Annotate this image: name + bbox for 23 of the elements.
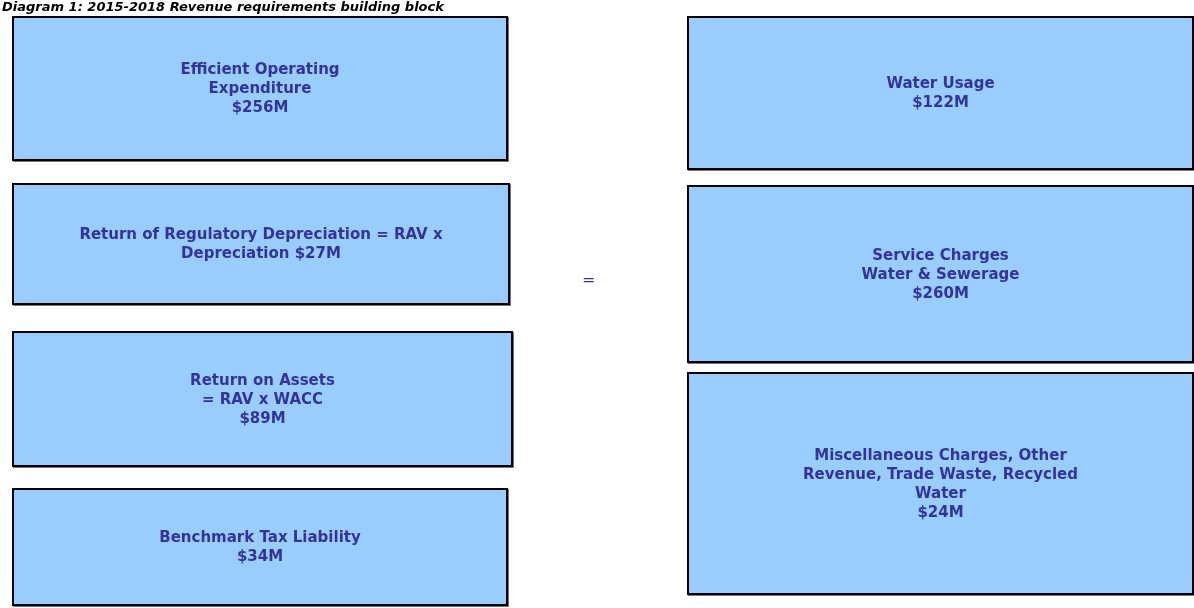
equals-sign: =	[582, 270, 596, 289]
box-text: Miscellaneous Charges, Other Revenue, Trade Waste, Recycled Water	[802, 445, 1079, 503]
box-text: Benchmark Tax Liability	[159, 528, 361, 547]
box-text: Return on Assets = RAV x WACC	[189, 370, 336, 409]
revenue-box	[687, 372, 1194, 595]
revenue-box	[12, 183, 510, 305]
diagram-title: Diagram 1: 2015-2018 Revenue requirements building block	[2, 0, 444, 14]
box-text: $122M	[912, 93, 969, 112]
box-text: Efficient Operating Expenditure	[179, 60, 341, 98]
box-text: $89M	[239, 408, 286, 428]
revenue-box	[687, 16, 1194, 170]
revenue-box	[12, 488, 508, 606]
box-text: $24M	[917, 502, 964, 522]
revenue-box	[12, 16, 508, 161]
box-text: $256M	[231, 98, 289, 117]
revenue-box	[687, 185, 1194, 363]
box-text: Water Usage	[886, 74, 995, 93]
revenue-box	[12, 331, 513, 467]
box-text: $260M	[912, 283, 969, 303]
box-text: Return of Regulatory Depreciation = RAV x Depreciation $27M	[78, 225, 444, 263]
box-text: Water & Sewerage	[861, 264, 1020, 284]
box-text: Service Charges	[872, 245, 1009, 265]
box-text: $34M	[236, 547, 284, 566]
